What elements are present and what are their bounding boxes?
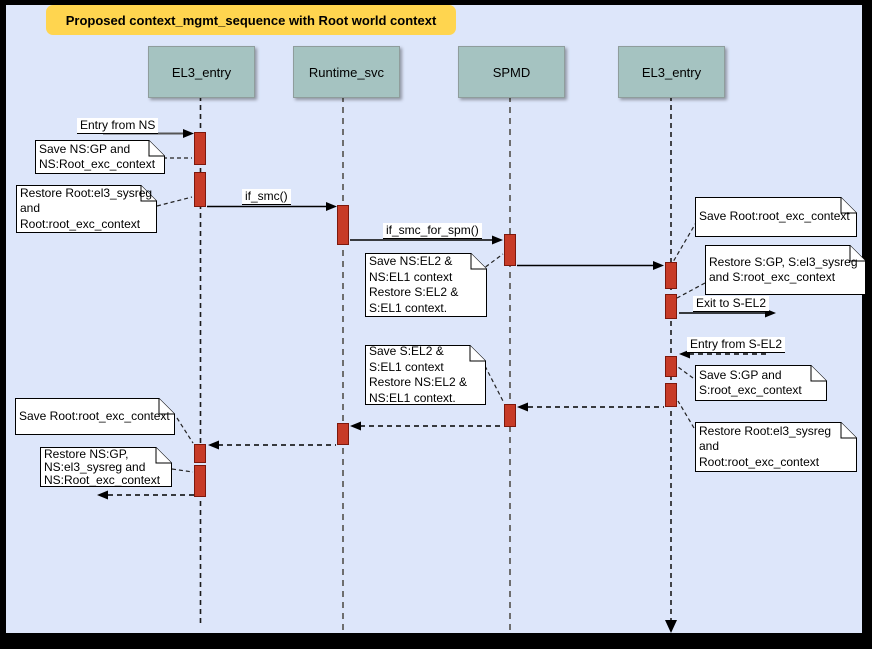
note-connector xyxy=(479,253,504,272)
activation-bar xyxy=(194,132,206,165)
note-text: Save S:EL2 & S:EL1 context Restore NS:EL… xyxy=(369,344,468,405)
note-connector xyxy=(176,417,194,444)
note-outline xyxy=(695,365,827,401)
note-text: Restore NS:GP, NS:el3_sysreg and NS:Root… xyxy=(44,446,161,487)
activation-bar xyxy=(665,383,677,407)
activation-bar xyxy=(194,172,206,207)
activation-bar xyxy=(665,356,677,377)
note-outline xyxy=(40,447,172,487)
note-save-root-exc-right: Save Root:root_exc_context xyxy=(695,197,857,237)
note-outline xyxy=(16,185,157,233)
actor-runtime-svc: Runtime_svc xyxy=(293,46,400,98)
lifeline-end-arrowhead xyxy=(665,620,677,633)
diagram-title: Proposed context_mgmt_sequence with Root… xyxy=(46,5,456,35)
note-outline xyxy=(365,253,487,317)
activation-bar xyxy=(194,444,206,463)
message-label-exit-to-s-el2: Exit to S-EL2 xyxy=(693,296,770,312)
note-save-ns-gp: Save NS:GP and NS:Root_exc_context xyxy=(35,140,165,174)
activation-bar xyxy=(665,262,677,289)
actor-label: EL3_entry xyxy=(171,64,232,80)
note-outline xyxy=(365,345,486,405)
activation-bar xyxy=(337,423,349,445)
actor-label: EL3_entry xyxy=(641,64,702,80)
activation-bar xyxy=(337,205,349,245)
note-text: Restore Root:el3_sysreg and Root:root_ex… xyxy=(20,185,153,231)
note-text: Save NS:EL2 & NS:EL1 context Restore S:E… xyxy=(369,254,459,315)
arrowhead-left xyxy=(97,490,108,500)
note-text: Save Root:root_exc_context xyxy=(699,209,850,224)
note-save-s-el2: Save S:EL2 & S:EL1 context Restore NS:EL… xyxy=(365,344,486,405)
note-connector xyxy=(672,220,698,263)
message-label-if-smc-for-spm: if_smc_for_spm() xyxy=(383,223,482,239)
note-text: Restore S:GP, S:el3_sysreg and S:root_ex… xyxy=(709,254,858,285)
note-text: Save NS:GP and NS:Root_exc_context xyxy=(39,141,156,172)
diagram-canvas xyxy=(6,5,862,633)
note-outline xyxy=(705,245,866,295)
message-label-if-smc: if_smc() xyxy=(242,189,291,205)
message-label-entry-from-s-el2: Entry from S-EL2 xyxy=(687,337,786,353)
activation-bar xyxy=(504,234,516,266)
note-connector xyxy=(676,282,706,299)
note-text: Save S:GP and S:root_exc_context xyxy=(699,367,802,398)
note-outline xyxy=(35,140,165,174)
arrowhead-left xyxy=(208,440,219,450)
note-text: Save Root:root_exc_context xyxy=(19,408,170,423)
activation-bar xyxy=(665,294,677,319)
activation-bar xyxy=(194,465,206,497)
note-save-s-gp: Save S:GP and S:root_exc_context xyxy=(695,365,827,401)
note-outline xyxy=(695,197,857,237)
note-save-ns-el2: Save NS:EL2 & NS:EL1 context Restore S:E… xyxy=(365,253,487,317)
arrowhead-right xyxy=(492,235,503,245)
message-label-entry-from-ns: Entry from NS xyxy=(77,118,159,134)
note-connector xyxy=(156,196,193,207)
note-restore-root-sysreg-top: Restore Root:el3_sysreg and Root:root_ex… xyxy=(16,185,157,233)
note-save-root-exc-left: Save Root:root_exc_context xyxy=(15,398,175,435)
note-restore-s-gp: Restore S:GP, S:el3_sysreg and S:root_ex… xyxy=(705,245,866,295)
note-connector xyxy=(484,365,505,404)
actor-el3-entry-right: EL3_entry xyxy=(618,46,725,98)
arrowhead-right xyxy=(653,261,664,270)
note-connector xyxy=(677,366,694,379)
note-outline xyxy=(15,398,175,435)
arrowhead-left xyxy=(517,402,528,412)
arrowhead-left xyxy=(350,421,361,431)
arrowhead-right xyxy=(183,129,194,138)
note-restore-root-sysreg-right: Restore Root:el3_sysreg and Root:root_ex… xyxy=(695,422,857,472)
note-text: Restore Root:el3_sysreg and Root:root_ex… xyxy=(699,423,832,469)
actor-label: Runtime_svc xyxy=(308,64,385,80)
note-connector xyxy=(677,400,695,429)
note-restore-ns-gp: Restore NS:GP, NS:el3_sysreg and NS:Root… xyxy=(40,447,172,487)
arrowhead-right xyxy=(326,202,337,211)
activation-bar xyxy=(504,404,516,427)
actor-el3-entry-left: EL3_entry xyxy=(148,46,255,98)
note-outline xyxy=(695,422,857,472)
actor-label: SPMD xyxy=(492,64,531,80)
note-connector xyxy=(171,468,194,473)
actor-spmd: SPMD xyxy=(458,46,565,98)
